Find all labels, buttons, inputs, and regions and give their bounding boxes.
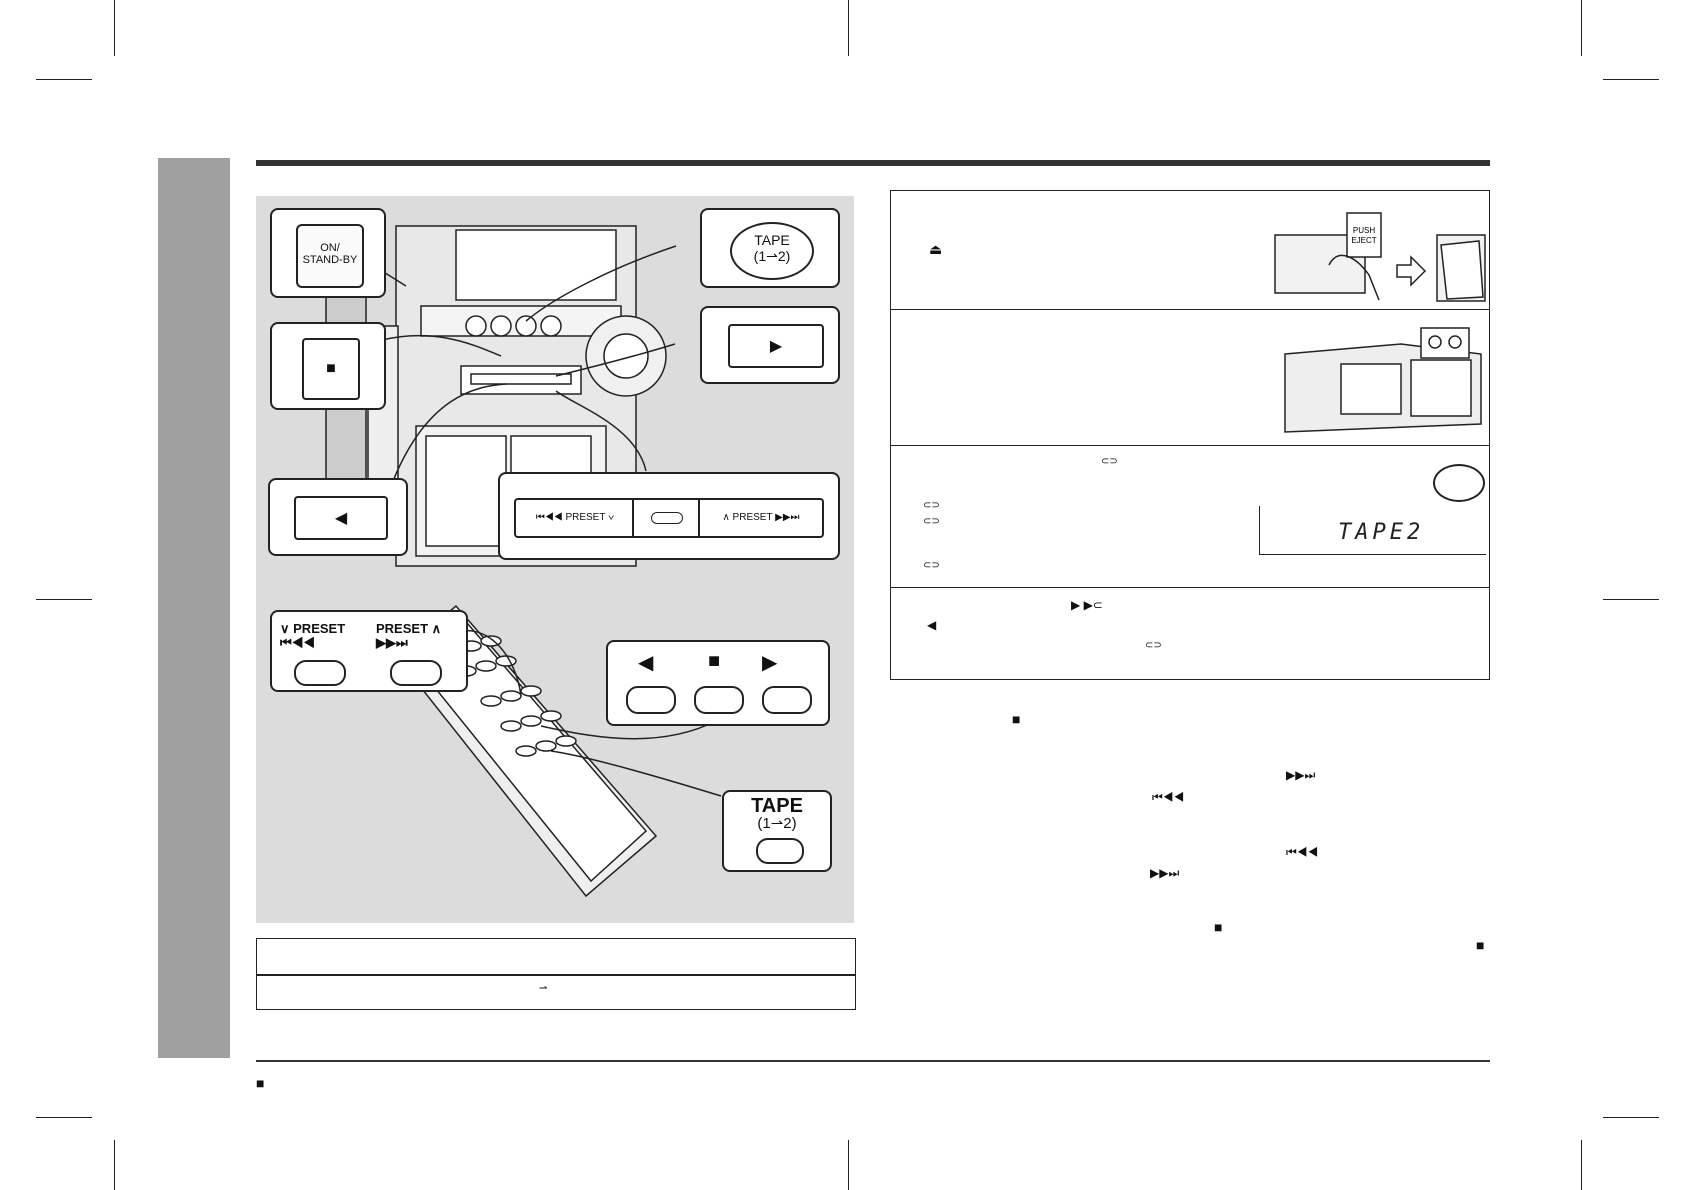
crop-mark xyxy=(36,599,92,600)
callout-play: ▶ xyxy=(700,306,840,384)
display-text: TAPE2 xyxy=(1338,520,1425,545)
crop-mark xyxy=(36,79,92,80)
footer-bullet: ■ xyxy=(256,1075,265,1091)
stop-button[interactable] xyxy=(694,686,744,714)
crop-mark xyxy=(1603,79,1659,80)
skip-back-icon: ⏮◀◀ xyxy=(535,512,563,523)
eject-icon: ⏏ xyxy=(929,241,943,257)
callout-remote-tape: TAPE (1⇀2) xyxy=(722,790,832,872)
mode-icon: ⊂⊃ xyxy=(1145,640,1162,651)
tape-mode-button[interactable] xyxy=(632,498,702,538)
callout-reverse-play: ◀ xyxy=(268,478,408,556)
play-icons: ▶ ▶⊂ xyxy=(1071,598,1103,612)
remote-tape-button[interactable] xyxy=(756,838,804,864)
arrow-icon: ⇀ xyxy=(539,983,548,994)
header-rule xyxy=(256,160,1490,166)
step-select-tape: ⊂⊃ ⊂⊃ ⊂⊃ ⊂⊃ TAPE2 xyxy=(891,445,1489,587)
callout-stop: ■ xyxy=(270,322,386,410)
crop-mark xyxy=(1581,1140,1582,1190)
repeat-mode-icon: ⊂⊃ xyxy=(1101,456,1118,467)
repeat-mode-icon xyxy=(651,511,683,524)
skip-fwd-icon: ▶▶⏭ xyxy=(1150,866,1180,880)
skip-fwd-icon: ▶▶⏭ xyxy=(775,512,800,523)
crop-mark xyxy=(114,1140,115,1190)
chevron-down-icon: ∨ xyxy=(280,621,290,636)
section-sidebar-tab xyxy=(158,158,230,1058)
callout-on-standby: ON/ STAND-BY xyxy=(270,208,386,298)
skip-fwd-icon: ▶▶⏭ xyxy=(1286,768,1316,782)
step-eject: ⏏ PUSH EJECT xyxy=(891,191,1489,309)
stop-icon: ■ xyxy=(1476,937,1485,953)
stop-button[interactable]: ■ xyxy=(302,338,360,400)
preset-down-button[interactable]: ⏮◀◀ PRESET ∨ xyxy=(514,498,636,538)
preset-down-label: PRESET xyxy=(565,512,606,523)
chevron-down-icon: ∨ xyxy=(608,512,615,523)
on-standby-label: ON/ STAND-BY xyxy=(302,242,358,266)
stop-icon: ■ xyxy=(1214,919,1223,935)
stop-icon: ■ xyxy=(708,650,721,672)
remote-tape-sub-label: (1⇀2) xyxy=(757,815,797,832)
remote-preset-up-button[interactable] xyxy=(390,660,442,686)
figure-panel: ON/ STAND-BY TAPE (1⇀2) ■ ▶ ◀ ⏮◀◀ PRESET… xyxy=(256,196,854,923)
mode-icon: ⊂⊃ xyxy=(923,516,940,527)
steps-box: ⏏ PUSH EJECT ⊂⊃ xyxy=(890,190,1490,680)
crop-mark xyxy=(36,1117,92,1118)
display-panel: TAPE2 xyxy=(1259,506,1486,555)
tape-sub-label: (1⇀2) xyxy=(753,248,791,264)
step-play: ▶ ▶⊂ ◀ ⊂⊃ xyxy=(891,587,1489,681)
reverse-play-button[interactable]: ◀ xyxy=(294,496,388,540)
insert-illustration xyxy=(1284,327,1482,433)
remote-preset-down-label: ∨ PRESET ⏮◀◀ xyxy=(280,621,346,650)
play-button[interactable]: ▶ xyxy=(728,324,824,368)
crop-mark xyxy=(114,0,115,56)
mode-icon: ⊂⊃ xyxy=(923,500,940,511)
on-standby-button[interactable]: ON/ STAND-BY xyxy=(296,224,364,288)
remote-preset-down-button[interactable] xyxy=(294,660,346,686)
stop-icon: ■ xyxy=(1012,711,1021,727)
crop-mark xyxy=(1603,599,1659,600)
play-button[interactable] xyxy=(762,686,812,714)
play-icon: ▶ xyxy=(762,652,778,674)
reverse-button[interactable] xyxy=(626,686,676,714)
crop-mark xyxy=(1581,0,1582,56)
callout-remote-transport: ◀ ■ ▶ xyxy=(606,640,830,726)
eject-label: EJECT xyxy=(1351,236,1376,245)
step-insert xyxy=(891,309,1489,445)
info-table: ⇀ xyxy=(256,938,856,1010)
chevron-up-icon: ∧ xyxy=(431,621,442,636)
tape-button[interactable]: TAPE (1⇀2) xyxy=(730,222,814,280)
tape-label: TAPE xyxy=(754,232,790,248)
callout-preset-bar: ⏮◀◀ PRESET ∨ ∧ PRESET ▶▶⏭ xyxy=(498,472,840,560)
crop-mark xyxy=(848,0,849,56)
skip-back-icon: ⏮◀◀ xyxy=(280,635,315,650)
skip-fwd-icon: ▶▶⏭ xyxy=(376,635,408,650)
footer-rule xyxy=(256,1060,1490,1062)
remote-preset-up-label: PRESET ∧ ▶▶⏭ xyxy=(376,621,442,650)
tape-mode-button[interactable] xyxy=(1433,464,1485,502)
eject-illustration: PUSH EJECT xyxy=(1274,212,1486,302)
reverse-icon: ◀ xyxy=(927,618,937,632)
callout-tape: TAPE (1⇀2) xyxy=(700,208,840,288)
remote-tape-label: TAPE xyxy=(751,795,803,817)
preset-up-label: PRESET xyxy=(732,512,773,523)
chevron-up-icon: ∧ xyxy=(722,512,730,523)
crop-mark xyxy=(1603,1117,1659,1118)
stop-icon: ■ xyxy=(326,360,336,377)
table-divider xyxy=(257,974,855,976)
mode-icon: ⊂⊃ xyxy=(923,560,940,571)
play-icon: ▶ xyxy=(769,338,783,355)
preset-up-button[interactable]: ∧ PRESET ▶▶⏭ xyxy=(698,498,824,538)
skip-back-icon: ⏮◀◀ xyxy=(1286,845,1319,859)
push-label: PUSH xyxy=(1353,226,1375,235)
skip-back-icon: ⏮◀◀ xyxy=(1152,790,1185,804)
reverse-play-icon: ◀ xyxy=(334,510,348,527)
crop-mark xyxy=(848,1140,849,1190)
callout-remote-preset: ∨ PRESET ⏮◀◀ PRESET ∧ ▶▶⏭ xyxy=(270,610,468,692)
reverse-icon: ◀ xyxy=(638,652,654,674)
